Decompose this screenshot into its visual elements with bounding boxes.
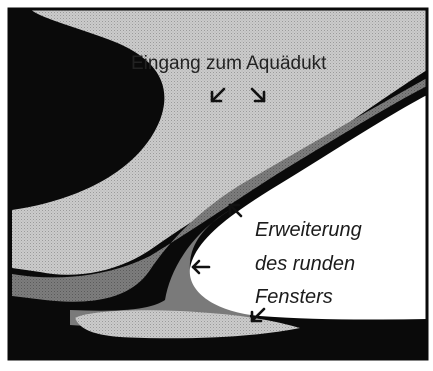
bottom-black-band <box>9 340 427 359</box>
widening-label-line-2: des runden <box>255 254 355 274</box>
widening-label-line-3: Fensters <box>255 287 333 307</box>
widening-label-line-1: Erweiterung <box>255 220 362 240</box>
aqueduct-entrance-label: Eingang zum Aquädukt <box>131 54 326 73</box>
